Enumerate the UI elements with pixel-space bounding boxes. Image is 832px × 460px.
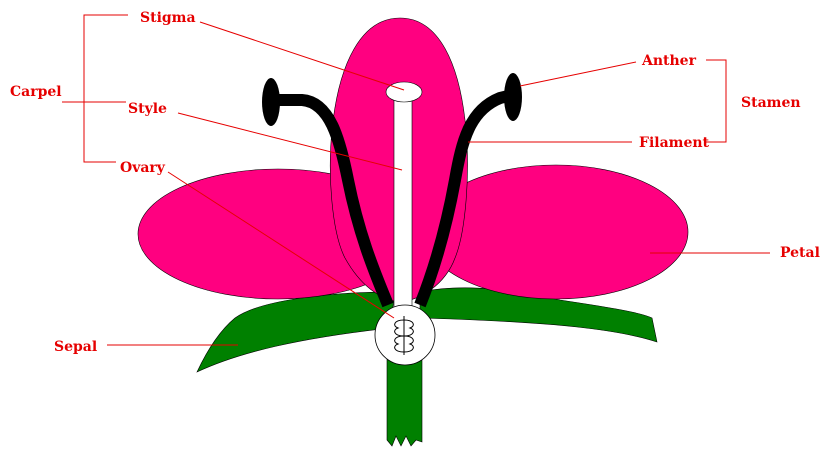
stamen-anther-left — [262, 78, 280, 126]
label-style: Style — [128, 101, 167, 117]
label-ovary: Ovary — [120, 160, 166, 176]
bracket-carpel — [83, 14, 128, 163]
leader-ovary — [167, 171, 395, 319]
leader-stigma — [199, 21, 405, 91]
leader-anther — [519, 61, 637, 87]
label-anther: Anther — [641, 53, 697, 69]
label-stamen: Stamen — [741, 95, 801, 111]
stamen-filament-left — [274, 94, 394, 308]
ovary-ovules — [394, 316, 414, 355]
sepal-left — [196, 291, 396, 373]
label-petal: Petal — [780, 245, 820, 261]
stem — [386, 354, 423, 447]
label-carpel: Carpel — [10, 84, 62, 100]
carpel-ovary — [374, 304, 436, 366]
label-sepal: Sepal — [54, 339, 97, 355]
bracket-stamen — [706, 59, 727, 143]
carpel-stigma — [385, 81, 423, 103]
stamen-anther-right — [504, 73, 522, 121]
label-filament: Filament — [639, 135, 710, 151]
leader-lines — [62, 14, 770, 346]
label-stigma: Stigma — [140, 10, 196, 26]
stamen-filament-right — [414, 89, 514, 308]
leader-style — [177, 112, 403, 171]
carpel-style — [393, 89, 413, 313]
